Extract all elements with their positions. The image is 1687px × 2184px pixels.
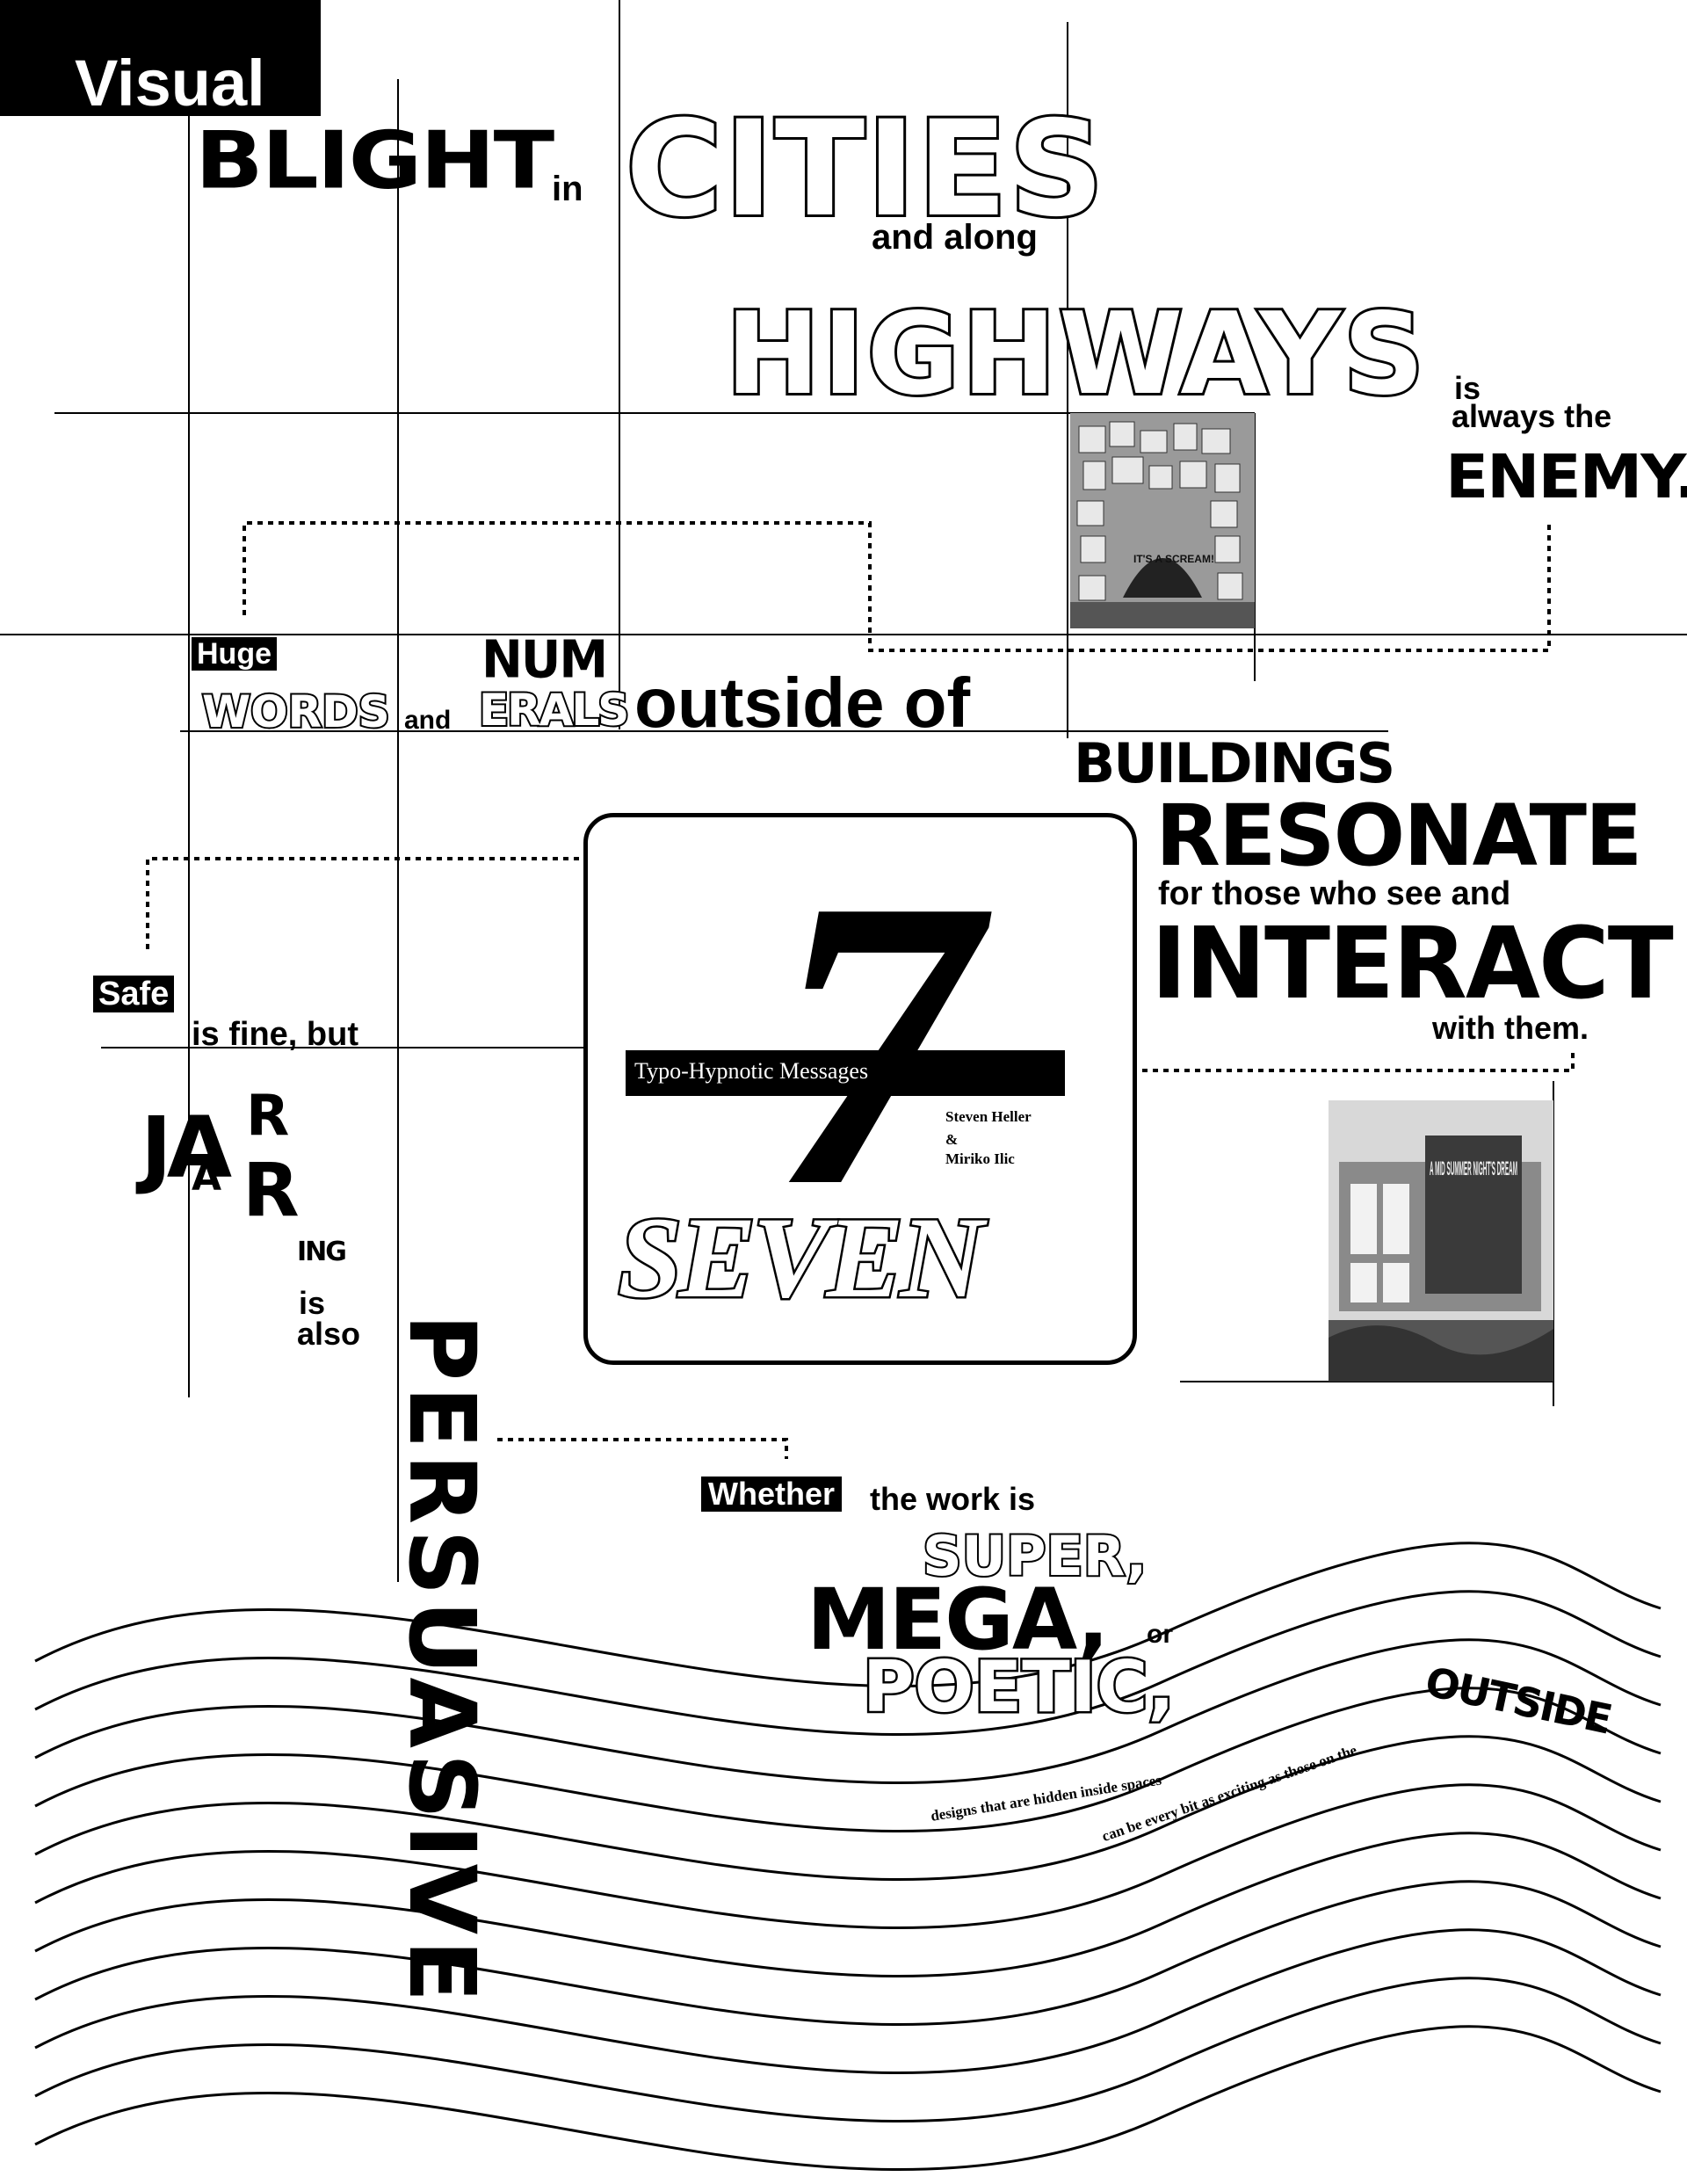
book-amp: & xyxy=(945,1131,959,1148)
sign-wall-caption: IT'S A SCREAM! xyxy=(1133,553,1214,565)
resonate-word: RESONATE xyxy=(1155,787,1642,885)
jarring-r2: R xyxy=(243,1147,300,1233)
wavy-line xyxy=(34,1735,1662,1882)
wavy-line xyxy=(34,1638,1662,1785)
in-word: in xyxy=(552,170,583,208)
buildings-word: BUILDINGS xyxy=(1074,731,1395,795)
erals-word: ERALS xyxy=(477,685,631,736)
huge-label: Huge xyxy=(192,637,277,671)
book-subtitle: Typo-Hypnotic Messages xyxy=(634,1058,869,1084)
wavy-line xyxy=(34,1542,1662,1688)
jarring-a: A xyxy=(192,1155,221,1200)
wavy-line xyxy=(34,1687,1662,1833)
book-subtitle-bar xyxy=(626,1050,1065,1096)
poetic-word: POETIC, xyxy=(861,1646,1177,1728)
visual-word: Visual xyxy=(75,47,265,120)
sign-wall-photo: IT'S A SCREAM! xyxy=(1070,413,1255,628)
is-text: is xyxy=(1454,370,1481,406)
billboard-caption: A MID SUMMER NIGHT'S DREAM xyxy=(1430,1157,1517,1179)
for-those-text: for those who see and xyxy=(1158,875,1511,912)
and-along-text: and along xyxy=(872,218,1038,257)
book-author-2: Miriko Ilic xyxy=(945,1150,1015,1167)
super-word: SUPER, xyxy=(921,1524,1148,1588)
wavy-line xyxy=(34,1928,1662,2075)
whether-label: Whether xyxy=(701,1477,842,1512)
enemy-word: ENEMY. xyxy=(1445,441,1687,512)
jarring-ing: ING xyxy=(297,1237,347,1267)
safe-label: Safe xyxy=(93,976,175,1012)
wavy-line xyxy=(34,2025,1662,2172)
is-fine-but-text: is fine, but xyxy=(192,1016,358,1053)
and-small: and xyxy=(404,706,452,735)
outside-of-text: outside of xyxy=(634,664,971,742)
persuasive-word: PERSUASIVE xyxy=(388,1314,496,2008)
sign-wall-image: IT'S A SCREAM! xyxy=(1070,413,1255,628)
blight-word: BLIGHT xyxy=(195,113,554,207)
with-them-text: with them. xyxy=(1432,1010,1589,1046)
words-word: WORDS xyxy=(200,686,392,737)
wavy-line xyxy=(34,1590,1662,1737)
wavy-line xyxy=(34,1783,1662,1930)
billboard-photo: A MID SUMMER NIGHT'S DREAM xyxy=(1329,1100,1553,1382)
wavy-line xyxy=(34,1880,1662,2027)
book-numeral: 7 xyxy=(771,814,978,1272)
billboard-image: A MID SUMMER NIGHT'S DREAM xyxy=(1329,1100,1553,1382)
the-work-is-text: the work is xyxy=(870,1481,1036,1517)
book-author-1: Steven Heller xyxy=(945,1108,1032,1125)
book-title: SEVEN xyxy=(616,1193,987,1322)
interact-word: INTERACT xyxy=(1151,905,1674,1021)
wavy-line xyxy=(34,1977,1662,2123)
wavy-line xyxy=(34,1832,1662,1978)
mega-word: MEGA, xyxy=(807,1571,1109,1669)
jarring-ja: JA xyxy=(141,1099,232,1197)
cities-word: CITIES xyxy=(623,93,1107,246)
or-text: or xyxy=(1147,1620,1173,1649)
highways-word: HIGHWAYS xyxy=(723,289,1428,420)
always-the-text: always the xyxy=(1452,398,1612,434)
visual-label xyxy=(0,0,321,116)
num-word: NUM xyxy=(481,629,608,690)
jarring-r1: R xyxy=(246,1084,289,1149)
is-also-also: also xyxy=(297,1316,361,1352)
is-also-is: is xyxy=(299,1285,326,1321)
